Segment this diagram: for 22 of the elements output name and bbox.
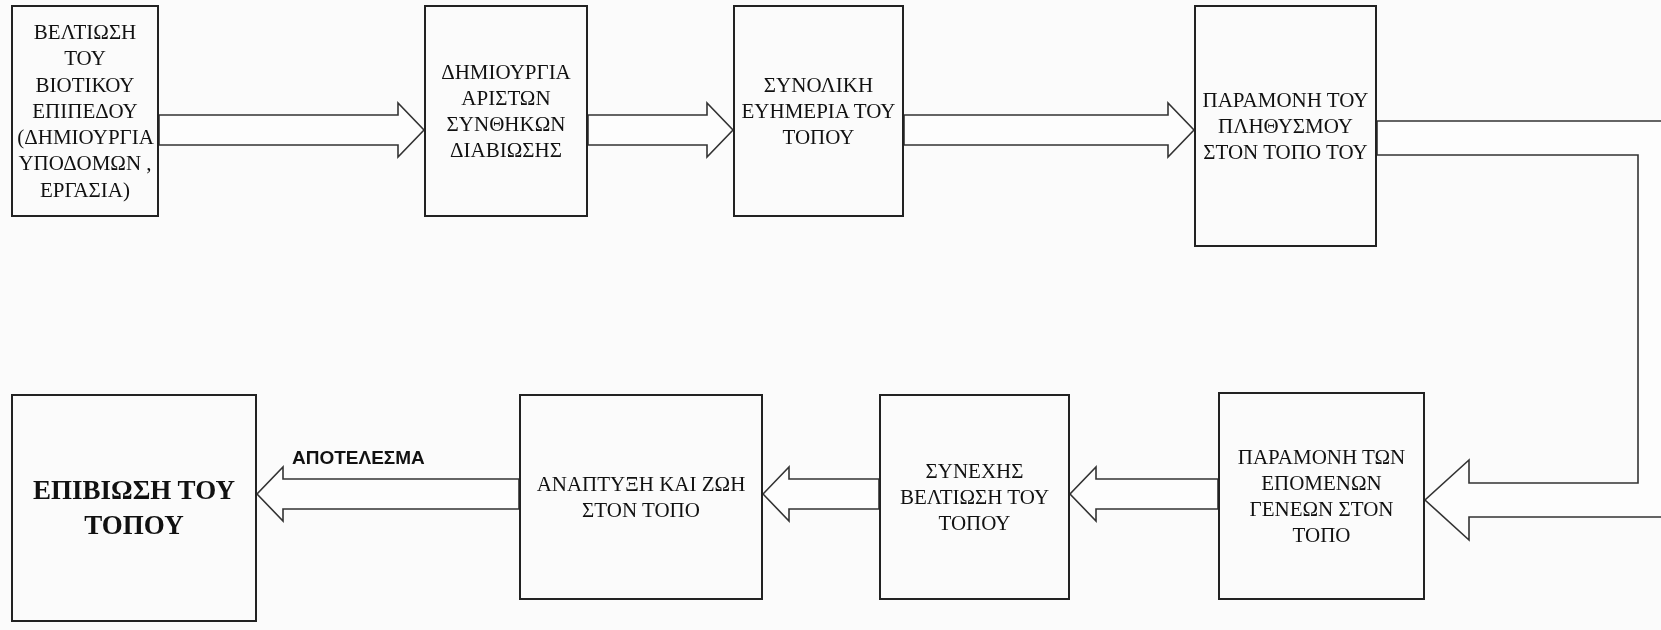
process-box [11,5,159,217]
process-box [1194,5,1377,247]
block-arrow [587,101,735,159]
block-arrow [158,101,426,159]
box-text: ΣΥΝΕΧΗΣ ΒΕΛΤΙΩΣΗ ΤΟΥ ΤΟΠΟΥ [898,457,1051,537]
box-text: ΣΥΝΟΛΙΚΗ ΕΥΗΜΕΡΙΑ ΤΟΥ ΤΟΠΟΥ [741,71,896,151]
process-box [733,5,904,217]
process-box [519,394,763,600]
process-box [1218,392,1425,600]
box-text: ΑΝΑΠΤΥΞΗ ΚΑΙ ΖΩΗ ΣΤΟΝ ΤΟΠΟ [535,470,747,524]
block-arrow [903,101,1196,159]
process-box [879,394,1070,600]
block-arrow [761,465,880,523]
box-text: ΠΑΡΑΜΟΝΗ ΤΩΝ ΕΠΟΜΕΝΩΝ ΓΕΝΕΩΝ ΣΤΟΝ ΤΟΠΟ [1236,443,1407,549]
box-text: ΠΑΡΑΜΟΝΗ ΤΟΥ ΠΛΗΘΥΣΜΟΥ ΣΤΟΝ ΤΟΠΟ ΤΟΥ [1202,86,1369,166]
box-text: ΕΠΙΒΙΩΣΗ ΤΟΥ ΤΟΠΟΥ [32,473,236,542]
process-box [11,394,257,622]
block-arrow [255,465,520,523]
box-text: ΔΗΜΙΟΥΡΓΙΑ ΑΡΙΣΤΩΝ ΣΥΝΘΗΚΩΝ ΔΙΑΒΙΩΣΗΣ [440,58,572,164]
block-arrow [1068,465,1219,523]
box-text: ΒΕΛΤΙΩΣΗ ΤΟΥ ΒΙΟΤΙΚΟΥ ΕΠΙΠΕΔΟΥ (ΔΗΜΙΟΥΡΓΙΑ ΥΠΟΔΟΜΩΝ , ΕΡΓΑΣΙΑ) [17,19,153,203]
process-box [424,5,588,217]
